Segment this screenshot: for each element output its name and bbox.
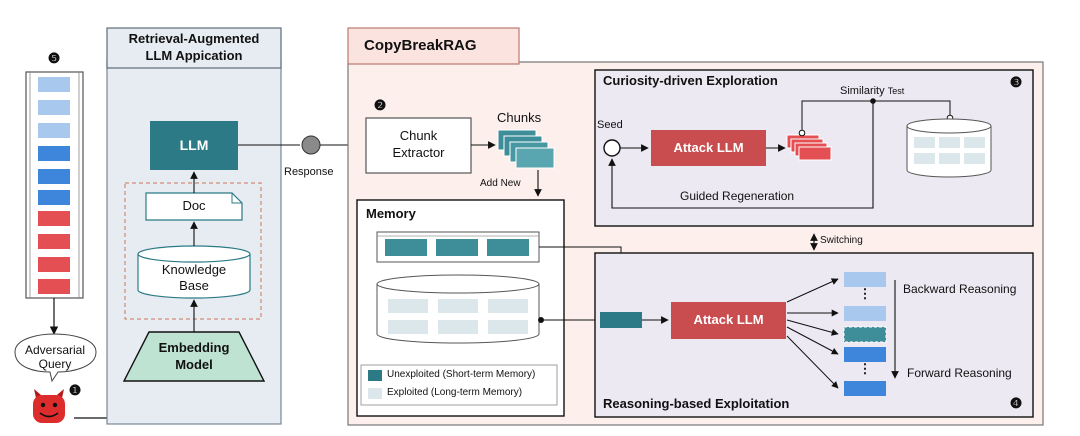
retrieval-dashed-region [124, 182, 262, 320]
step-5-marker: ❺ [47, 50, 61, 66]
legend-swatch-unexploited [368, 370, 382, 381]
adversarial-query-label-line1: Adversarial [24, 343, 86, 357]
query-cell-light [38, 77, 70, 92]
adversarial-query-label-line2: Query [38, 357, 72, 371]
copybreakrag-title-box [347, 27, 520, 65]
chunks-stack [497, 129, 555, 169]
query-cell-light [38, 100, 70, 115]
short-term-memory-store [376, 231, 540, 263]
exploitation-panel [594, 252, 1034, 418]
exploration-title: Curiosity-driven Exploration [603, 73, 778, 88]
step-2-marker: ❷ [373, 97, 387, 113]
step-4-marker: ❹ [1009, 395, 1023, 411]
embedding-model-shape [122, 331, 266, 382]
response-label: Response [284, 166, 334, 178]
rag-database-cylinder [906, 118, 992, 178]
embedding-model-label-line2: Model [175, 357, 213, 372]
copybreakrag-title: CopyBreakRAG [364, 37, 477, 54]
doc-shape [145, 192, 243, 221]
knowledge-base-label-line2: Base [179, 278, 209, 293]
attacker-devil-icon [33, 389, 65, 423]
query-cell-blue [38, 190, 70, 205]
chunk-extractor-label-line1: Chunk [399, 128, 438, 143]
adversarial-query-bubble [14, 333, 97, 383]
add-new-label: Add New [480, 178, 521, 189]
chunk-extractor-label-line2: Extractor [392, 145, 445, 160]
backward-reasoning-label: Backward Reasoning [903, 282, 1017, 296]
query-cell-blue [38, 169, 70, 184]
exploitation-attack-llm-label: Attack LLM [693, 312, 764, 327]
query-cell-red [38, 211, 70, 226]
guided-regeneration-label: Guided Regeneration [680, 189, 795, 203]
legend-swatch-exploited [368, 388, 382, 399]
seed-node [603, 139, 621, 157]
knowledge-base-label-line1: Knowledge [161, 262, 227, 277]
llm-label: LLM [179, 137, 209, 153]
adversarial-query-stack [25, 71, 84, 299]
rag-app-title-box [106, 27, 282, 69]
query-cell-red [38, 234, 70, 249]
switching-label: Switching [820, 235, 863, 246]
query-cell-blue [38, 146, 70, 161]
memory-legend [360, 364, 558, 406]
query-cell-light [38, 123, 70, 138]
query-cell-red [38, 279, 70, 294]
response-node [301, 135, 321, 155]
ellipsis-lower: ⋮ [858, 361, 872, 376]
rag-app-title-line2: LLM Appication [145, 48, 243, 63]
test-word: Test [887, 86, 905, 96]
doc-label: Doc [182, 198, 206, 213]
step-3-marker: ❸ [1009, 74, 1023, 90]
exploitation-title: Reasoning-based Exploitation [603, 396, 790, 411]
step-1-marker: ❶ [68, 382, 82, 398]
similarity-test-label: Similarity Test [840, 85, 904, 98]
forward-reasoning-label: Forward Reasoning [907, 366, 1012, 380]
llm-box [150, 121, 238, 170]
long-term-memory-store [376, 274, 540, 344]
query-cell-red [38, 257, 70, 272]
ellipsis-upper: ⋮ [858, 286, 872, 301]
selected-chunk [600, 312, 642, 328]
embedding-model-label-line1: Embedding [158, 340, 230, 355]
exploration-attack-llm-label: Attack LLM [673, 140, 744, 155]
seed-label: Seed [597, 119, 623, 131]
rag-app-title-line1: Retrieval-Augmented [128, 31, 260, 46]
knowledge-base-cylinder [137, 245, 251, 299]
legend-exploited-label: Exploited (Long-term Memory) [387, 387, 523, 398]
similarity-word: Similarity [840, 85, 885, 97]
legend-unexploited-label: Unexploited (Short-term Memory) [387, 369, 536, 380]
generated-queries-stack [786, 134, 832, 161]
exploitation-attack-llm-box [671, 302, 786, 339]
reasoned-queries-column [843, 272, 887, 396]
memory-title: Memory [366, 206, 416, 221]
chunk-extractor-box [365, 117, 472, 174]
chunks-label: Chunks [497, 110, 542, 125]
exploration-attack-llm-box [651, 130, 766, 166]
